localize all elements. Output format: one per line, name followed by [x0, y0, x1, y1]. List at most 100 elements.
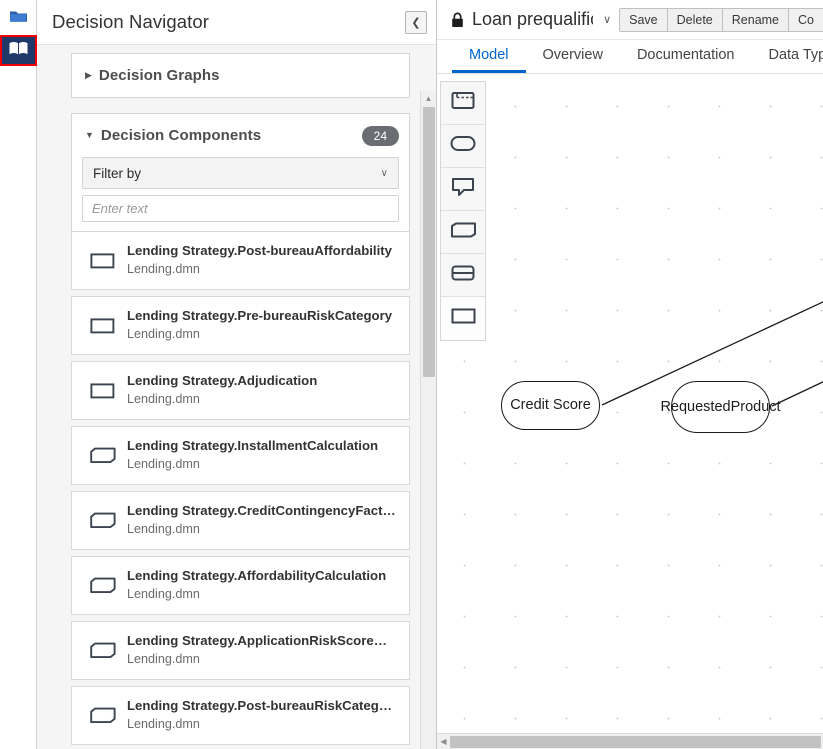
- component-file: Lending.dmn: [127, 587, 200, 602]
- filter-zone: Filter by ∨: [72, 157, 409, 231]
- palette-decision-tool[interactable]: [441, 297, 485, 340]
- section-decision-graphs-label: Decision Graphs: [98, 67, 220, 84]
- canvas-horizontal-scrollbar[interactable]: ◀: [437, 733, 823, 749]
- decision-navigator-panel: Decision Navigator ❮ ▶ Decision Graphs ▼: [37, 0, 437, 749]
- navigator-scroll-area: ▶ Decision Graphs ▼ Decision Components …: [37, 53, 420, 745]
- decision-icon: [84, 317, 127, 334]
- component-name: Lending Strategy.Pre-bureauRiskCategory: [127, 308, 393, 324]
- navigator-header: Decision Navigator ❮: [37, 0, 436, 45]
- components-count-badge: 24: [361, 125, 399, 146]
- component-name: Lending Strategy.CreditContingencyFactor…: [127, 503, 397, 519]
- business-knowledge-model-icon: [84, 577, 127, 594]
- component-file: Lending.dmn: [127, 262, 200, 277]
- decision-service-icon: [451, 91, 475, 115]
- business-knowledge-model-icon: [84, 642, 127, 659]
- component-file: Lending.dmn: [127, 652, 200, 667]
- component-name: Lending Strategy.Post-bureauRiskCategory…: [127, 698, 397, 714]
- chevron-down-icon[interactable]: ∨: [603, 14, 612, 26]
- decision-icon: [84, 252, 127, 269]
- section-decision-components-label: Decision Components: [100, 127, 262, 144]
- input-data-icon: [450, 135, 476, 157]
- chevron-right-icon: ▶: [85, 70, 92, 80]
- component-name: Lending Strategy.ApplicationRiskScoreMod…: [127, 633, 397, 649]
- palette-knowledge-source-tool[interactable]: [441, 254, 485, 297]
- delete-button[interactable]: Delete: [666, 7, 722, 32]
- scroll-up-arrow-icon[interactable]: ▲: [421, 91, 436, 106]
- section-decision-components-header[interactable]: ▼ Decision Components 24: [72, 114, 409, 157]
- palette-input-data-tool[interactable]: [441, 125, 485, 168]
- rail-item-decision-navigator[interactable]: [0, 35, 37, 66]
- editor-header: Loan prequalificatio… ∨ Save Delete Rena…: [437, 0, 823, 40]
- component-file: Lending.dmn: [127, 392, 200, 407]
- text-annotation-icon: [451, 177, 475, 202]
- tab-data-types[interactable]: Data Types: [768, 47, 823, 63]
- diagram-node-credit-score[interactable]: Credit Score: [501, 381, 600, 430]
- filter-by-select[interactable]: Filter by ∨: [82, 157, 399, 189]
- component-file: Lending.dmn: [127, 327, 200, 342]
- navigator-body: ▶ Decision Graphs ▼ Decision Components …: [37, 45, 436, 749]
- lock-icon: [451, 12, 464, 28]
- palette-text-annotation-tool[interactable]: [441, 168, 485, 211]
- node-label: Credit Score: [510, 397, 591, 414]
- list-item[interactable]: Lending Strategy.Post-bureauAffordabilit…: [71, 231, 410, 290]
- page-title: Decision Navigator: [52, 11, 210, 32]
- palette-business-knowledge-model-tool[interactable]: [441, 211, 485, 254]
- component-name: Lending Strategy.Post-bureauAffordabilit…: [127, 243, 392, 259]
- component-name: Lending Strategy.Adjudication: [127, 373, 318, 389]
- business-knowledge-model-icon: [84, 447, 127, 464]
- section-decision-graphs: ▶ Decision Graphs: [71, 53, 410, 98]
- editor-toolbar: Save Delete Rename Co: [619, 7, 823, 32]
- business-knowledge-model-icon: [450, 222, 476, 243]
- component-file: Lending.dmn: [127, 522, 200, 537]
- node-label: Requested: [660, 398, 731, 415]
- rail-item-project-explorer[interactable]: [0, 2, 37, 35]
- folder-icon: [9, 9, 28, 29]
- decision-icon: [84, 382, 127, 399]
- node-label: Product: [730, 398, 781, 415]
- dmn-editor: Loan prequalificatio… ∨ Save Delete Rena…: [437, 0, 823, 749]
- knowledge-source-icon: [451, 265, 475, 286]
- palette-decision-service-tool[interactable]: [441, 82, 485, 125]
- list-item[interactable]: Lending Strategy.Post-bureauRiskCategory…: [71, 686, 410, 745]
- rename-button[interactable]: Rename: [721, 7, 789, 32]
- navigator-scroll-thumb[interactable]: [423, 107, 435, 377]
- component-name: Lending Strategy.AffordabilityCalculatio…: [127, 568, 387, 584]
- list-item[interactable]: Lending Strategy.ApplicationRiskScoreMod…: [71, 621, 410, 680]
- editor-tabs: Model Overview Documentation Data Types: [437, 40, 823, 74]
- diagram-edges: [601, 301, 823, 407]
- chevron-left-icon: ❮: [411, 16, 421, 29]
- navigator-vertical-scrollbar[interactable]: ▲: [420, 91, 436, 749]
- section-decision-graphs-header[interactable]: ▶ Decision Graphs: [72, 54, 409, 97]
- scroll-left-arrow-icon[interactable]: ◀: [440, 737, 447, 746]
- document-title: Loan prequalificatio…: [472, 9, 593, 29]
- tab-model[interactable]: Model: [452, 40, 526, 73]
- filter-by-label: Filter by: [93, 165, 142, 181]
- map-icon: [8, 40, 29, 62]
- list-item[interactable]: Lending Strategy.CreditContingencyFactor…: [71, 491, 410, 550]
- canvas-scroll-thumb[interactable]: [450, 735, 821, 748]
- list-item[interactable]: Lending Strategy.AffordabilityCalculatio…: [71, 556, 410, 615]
- component-name: Lending Strategy.InstallmentCalculation: [127, 438, 379, 454]
- activity-rail: [0, 0, 37, 749]
- component-file: Lending.dmn: [127, 457, 200, 472]
- decision-components-list: Lending Strategy.Post-bureauAffordabilit…: [71, 231, 410, 745]
- chevron-down-icon: ∨: [380, 167, 388, 179]
- collapse-panel-button[interactable]: ❮: [405, 10, 427, 34]
- save-button[interactable]: Save: [619, 7, 667, 32]
- filter-text-input[interactable]: [82, 195, 399, 222]
- copy-button[interactable]: Co: [788, 7, 823, 32]
- diagram-palette: [440, 81, 486, 341]
- chevron-down-icon: ▼: [85, 130, 94, 140]
- tab-overview[interactable]: Overview: [542, 47, 603, 63]
- section-decision-components: ▼ Decision Components 24 Filter by ∨: [71, 113, 410, 231]
- business-knowledge-model-icon: [84, 707, 127, 724]
- tab-documentation[interactable]: Documentation: [636, 47, 735, 63]
- decision-icon: [451, 308, 476, 329]
- component-file: Lending.dmn: [127, 717, 200, 732]
